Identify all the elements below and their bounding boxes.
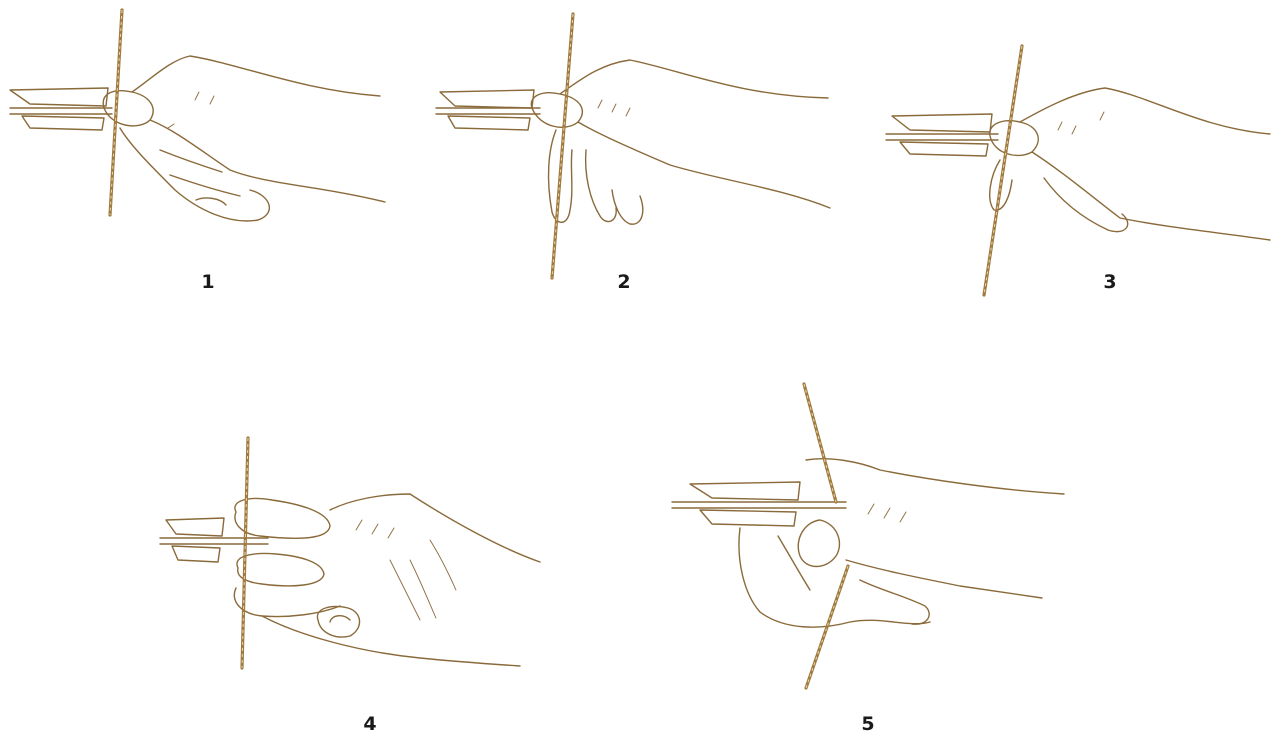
grip-panel-1: 1 xyxy=(10,10,385,293)
grip-panel-2: 2 xyxy=(436,14,830,293)
hand-drawing xyxy=(531,60,830,224)
bow-string xyxy=(804,384,848,688)
panel-5-label: 5 xyxy=(861,713,874,735)
bow-string xyxy=(242,438,248,668)
panel-4-label: 4 xyxy=(363,713,376,735)
bow-string xyxy=(110,10,122,215)
grip-panel-3: 3 xyxy=(886,46,1270,295)
arrow-shaft xyxy=(436,90,540,130)
panel-2-label: 2 xyxy=(617,271,630,293)
hand-drawing xyxy=(739,459,1064,627)
grip-panel-5: 5 xyxy=(672,384,1064,735)
hand-drawing xyxy=(990,88,1270,240)
hand-drawing xyxy=(103,56,385,221)
bow-string xyxy=(552,14,573,278)
bow-string xyxy=(984,46,1022,295)
arrow-shaft xyxy=(160,518,268,562)
hand-drawing xyxy=(234,494,540,666)
grip-panel-4: 4 xyxy=(160,438,540,735)
arrow-shaft xyxy=(10,88,112,130)
panel-1-label: 1 xyxy=(201,271,214,293)
arrow-shaft xyxy=(886,114,998,156)
panel-3-label: 3 xyxy=(1103,271,1116,293)
